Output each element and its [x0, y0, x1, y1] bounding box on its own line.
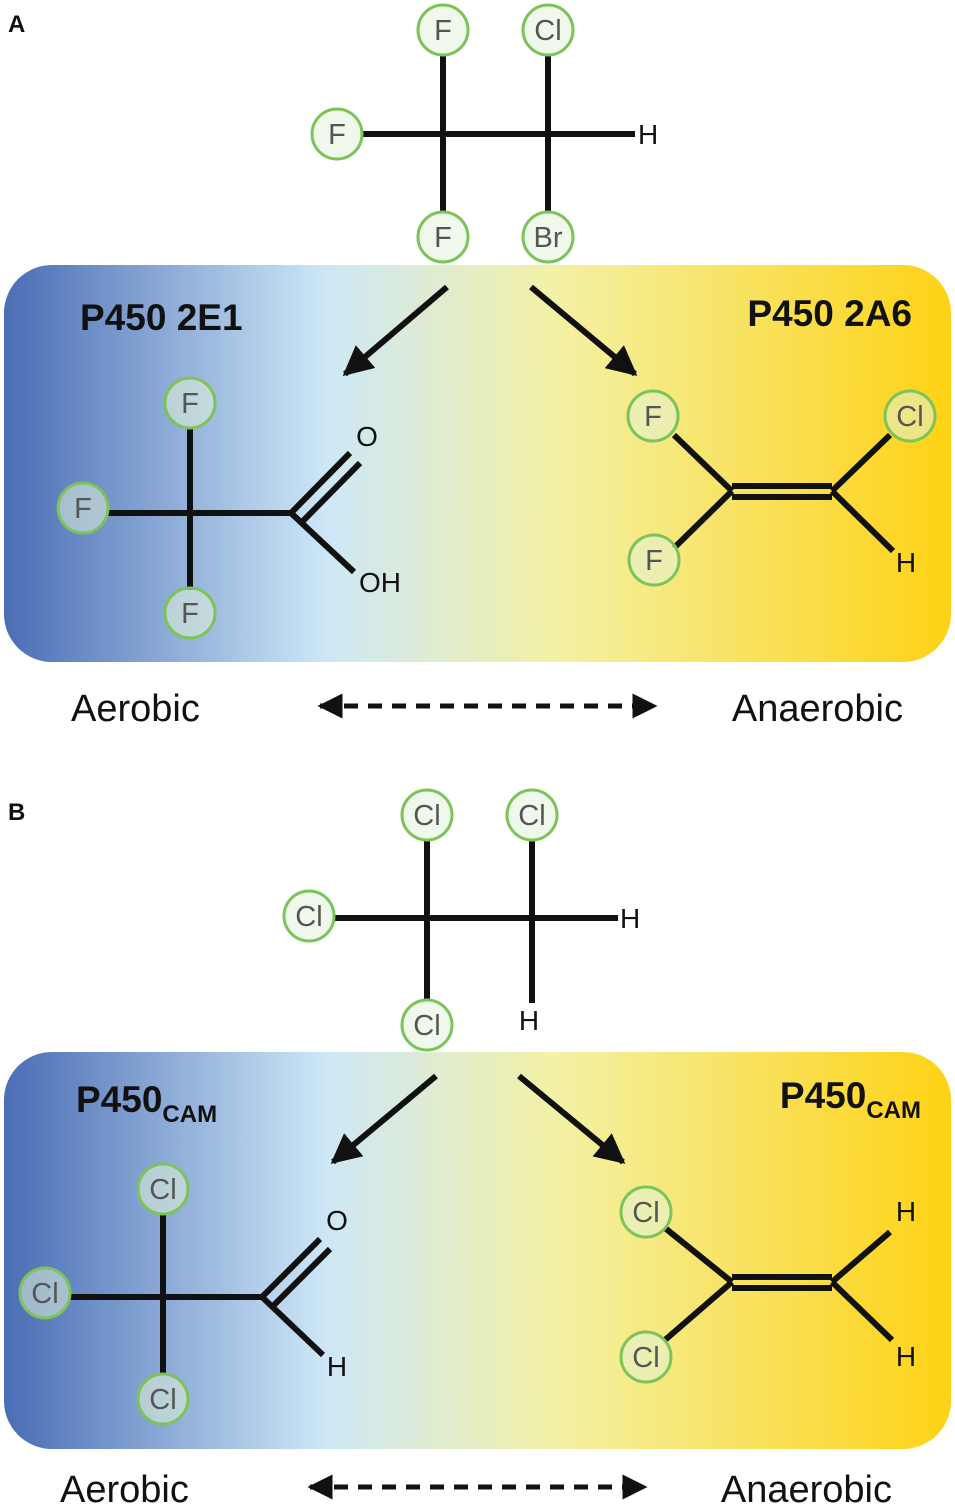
atom-f-lower: F [627, 533, 681, 587]
atom-o-label: O [326, 1205, 348, 1236]
atom-h-bottom: H [519, 1005, 539, 1036]
svg-text:Cl: Cl [413, 800, 440, 832]
atom-h-label: H [327, 1351, 347, 1382]
anaerobic-product-b: Cl Cl H H [619, 1185, 916, 1384]
aerobic-product-b: Cl Cl Cl O H [18, 1162, 348, 1426]
svg-text:Cl: Cl [632, 1342, 659, 1374]
atom-f-bottom: F [163, 586, 217, 640]
panel-letter-a: A [8, 11, 25, 38]
atom-cl-left: Cl [282, 889, 336, 943]
anaerobic-product-a: F F Cl H [626, 389, 937, 587]
substrate-a: F F F Cl Br H [310, 3, 658, 264]
svg-text:F: F [328, 119, 346, 151]
atom-f-left: F [56, 481, 110, 535]
svg-text:F: F [74, 493, 92, 525]
atom-cl-lower: Cl [619, 1330, 673, 1384]
panel-b: B Cl Cl Cl Cl H H [4, 788, 951, 1508]
atom-oh-label: OH [359, 567, 401, 598]
enzyme-label-right-a: P450 2A6 [747, 293, 912, 334]
atom-cl-upper: Cl [619, 1185, 673, 1239]
svg-text:F: F [644, 401, 662, 433]
svg-text:Cl: Cl [31, 1278, 58, 1310]
atom-cl-top-left: Cl [400, 788, 454, 842]
aerobic-label-a: Aerobic [71, 688, 200, 730]
anaerobic-label-a: Anaerobic [732, 688, 903, 730]
atom-cl-left: Cl [18, 1266, 72, 1320]
atom-f-top: F [416, 3, 470, 57]
atom-f-upper: F [626, 389, 680, 443]
svg-text:Cl: Cl [534, 15, 561, 47]
atom-h-right: H [638, 119, 658, 150]
svg-text:Cl: Cl [149, 1174, 176, 1206]
svg-text:Cl: Cl [295, 901, 322, 933]
enzyme-label-right-b: P450CAM [780, 1075, 921, 1124]
svg-text:F: F [645, 545, 663, 577]
svg-text:Br: Br [534, 222, 563, 254]
reaction-arrow-aerobic-a [342, 284, 449, 377]
atom-cl-top-right: Cl [505, 788, 559, 842]
atom-h-lower: H [896, 1341, 916, 1372]
svg-text:Cl: Cl [896, 401, 923, 433]
atom-h-upper: H [896, 1196, 916, 1227]
atom-cl-top: Cl [136, 1162, 190, 1216]
reaction-arrow-anaerobic-a [529, 284, 638, 377]
svg-text:F: F [181, 388, 199, 420]
enzyme-label-left-a: P450 2E1 [80, 297, 243, 338]
atom-o-label: O [356, 421, 378, 452]
svg-text:F: F [181, 598, 199, 630]
svg-text:Cl: Cl [149, 1384, 176, 1416]
enzyme-label-left-b: P450CAM [76, 1079, 217, 1128]
atom-cl-top: Cl [521, 3, 575, 57]
atom-cl-bottom: Cl [400, 998, 454, 1052]
atom-f-left: F [310, 107, 364, 161]
substrate-b: Cl Cl Cl Cl H H [282, 788, 640, 1052]
atom-br-bottom: Br [521, 210, 575, 264]
atom-h-lower: H [896, 547, 916, 578]
svg-text:F: F [434, 222, 452, 254]
reaction-arrow-aerobic-b [330, 1073, 438, 1165]
panel-a: A F F F Cl Br [4, 3, 951, 730]
svg-text:Cl: Cl [518, 800, 545, 832]
atom-cl-upper: Cl [883, 389, 937, 443]
svg-text:F: F [434, 15, 452, 47]
svg-text:Cl: Cl [632, 1197, 659, 1229]
atom-f-bottom: F [416, 210, 470, 264]
aerobic-product-a: F F F O OH [56, 376, 401, 640]
anaerobic-label-b: Anaerobic [721, 1469, 892, 1508]
atom-cl-bottom: Cl [136, 1372, 190, 1426]
atom-h-right: H [620, 903, 640, 934]
svg-text:Cl: Cl [413, 1010, 440, 1042]
gradient-box-a [4, 265, 951, 662]
reaction-arrow-anaerobic-b [517, 1073, 626, 1165]
atom-f-top: F [163, 376, 217, 430]
aerobic-label-b: Aerobic [60, 1469, 189, 1508]
gradient-box-b [4, 1052, 951, 1449]
panel-letter-b: B [8, 799, 25, 826]
